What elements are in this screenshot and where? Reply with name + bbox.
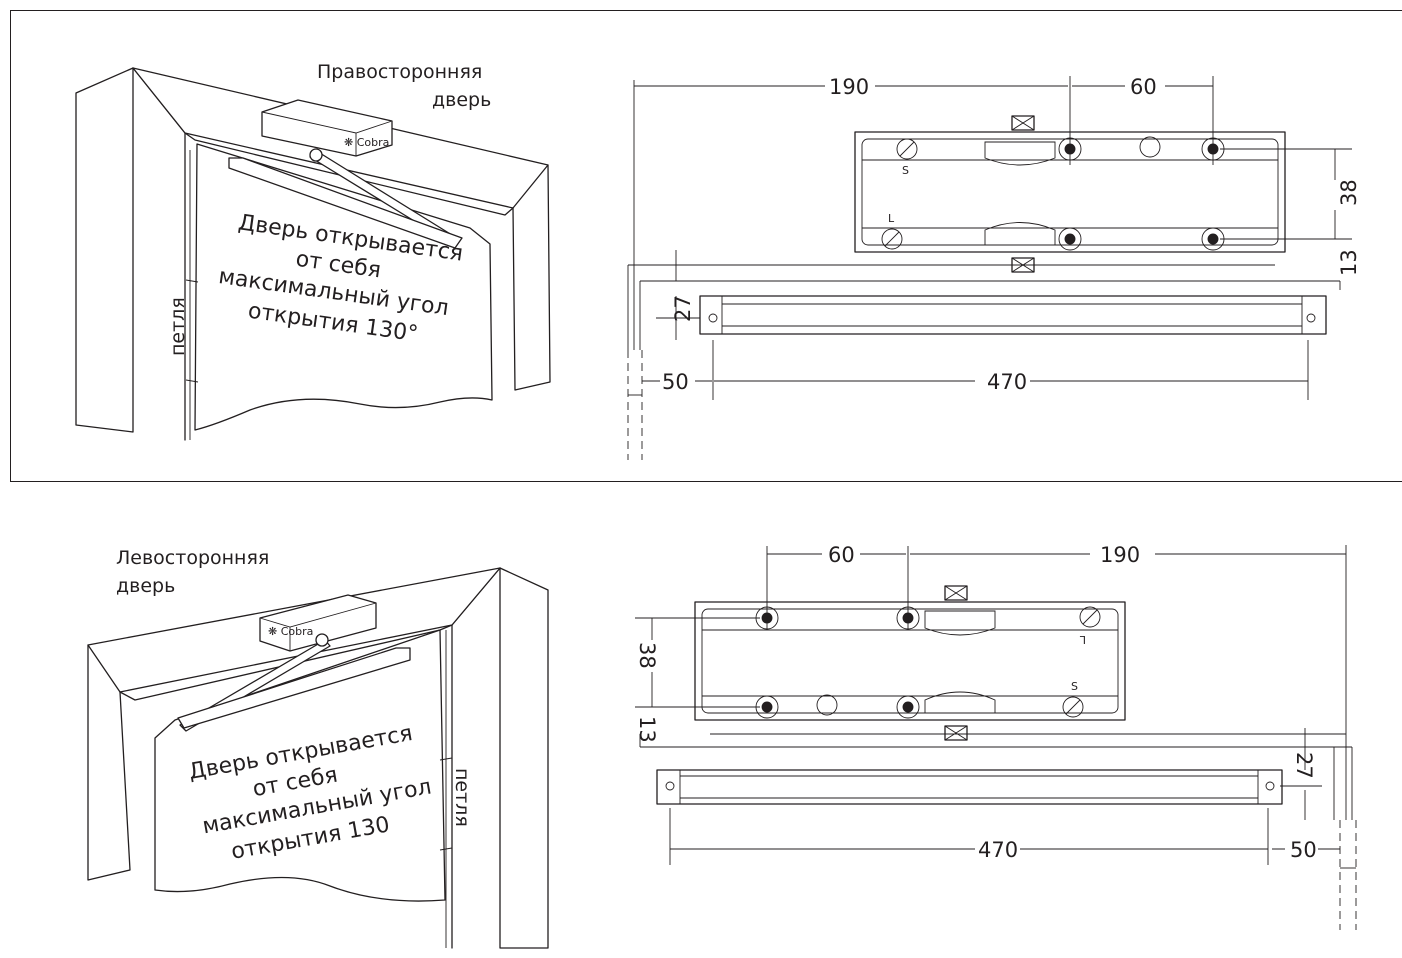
door-frame-illustration-left: ❋ Cobra — [87, 567, 549, 949]
svg-text:L: L — [1079, 633, 1086, 646]
svg-text:13: 13 — [635, 716, 659, 743]
closer-technical-drawing-left: S L 60 190 38 13 27 470 50 — [635, 543, 1357, 930]
svg-text:50: 50 — [1290, 838, 1317, 862]
svg-text:L: L — [888, 212, 895, 225]
svg-text:27: 27 — [671, 295, 695, 322]
svg-text:S: S — [902, 164, 909, 177]
door-frame-illustration: ❋ Cobra — [75, 67, 551, 441]
svg-text:470: 470 — [978, 838, 1018, 862]
svg-text:дверь: дверь — [116, 575, 175, 597]
svg-text:60: 60 — [1130, 75, 1157, 99]
svg-text:50: 50 — [662, 370, 689, 394]
door-side-label-left: Левосторонняя дверь — [116, 547, 269, 597]
svg-text:38: 38 — [635, 642, 659, 669]
svg-text:Правосторонняя: Правосторонняя — [317, 61, 482, 83]
hinge-label: петля — [167, 297, 189, 356]
svg-text:190: 190 — [1100, 543, 1140, 567]
svg-text:Левосторонняя: Левосторонняя — [116, 547, 269, 569]
door-side-label: Правосторонняя дверь — [317, 61, 491, 111]
svg-text:S: S — [1071, 680, 1078, 693]
svg-text:60: 60 — [828, 543, 855, 567]
svg-text:190: 190 — [829, 75, 869, 99]
hinge-label-left: петля — [451, 768, 473, 827]
svg-text:13: 13 — [1337, 249, 1361, 276]
svg-text:470: 470 — [987, 370, 1027, 394]
svg-text:38: 38 — [1337, 179, 1361, 206]
svg-text:❋ Cobra: ❋ Cobra — [344, 136, 389, 149]
svg-text:27: 27 — [1292, 752, 1316, 779]
svg-text:дверь: дверь — [432, 89, 491, 111]
svg-text:❋ Cobra: ❋ Cobra — [268, 625, 313, 638]
closer-technical-drawing: S L 190 60 38 13 27 50 470 — [627, 75, 1361, 460]
